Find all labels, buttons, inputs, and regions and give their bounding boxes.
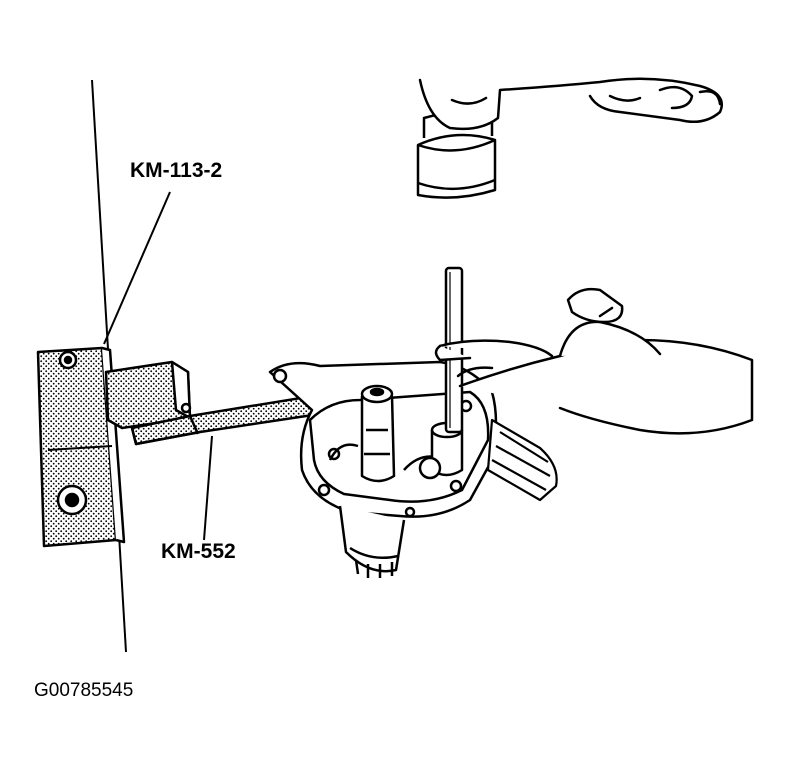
figure-id: G00785545 bbox=[34, 680, 134, 701]
callout-km-113-2: KM-113-2 bbox=[130, 159, 223, 182]
housing-fins bbox=[486, 418, 558, 502]
leader-line-km-113-2 bbox=[103, 191, 171, 345]
leader-line-km-552 bbox=[203, 435, 213, 541]
callout-km-552: KM-552 bbox=[161, 540, 236, 563]
hammer bbox=[416, 111, 497, 199]
output-shaft-housing bbox=[338, 505, 406, 578]
hand-holding-punch bbox=[434, 287, 754, 435]
hand-holding-hammer bbox=[418, 77, 723, 131]
center-shaft bbox=[360, 384, 396, 483]
